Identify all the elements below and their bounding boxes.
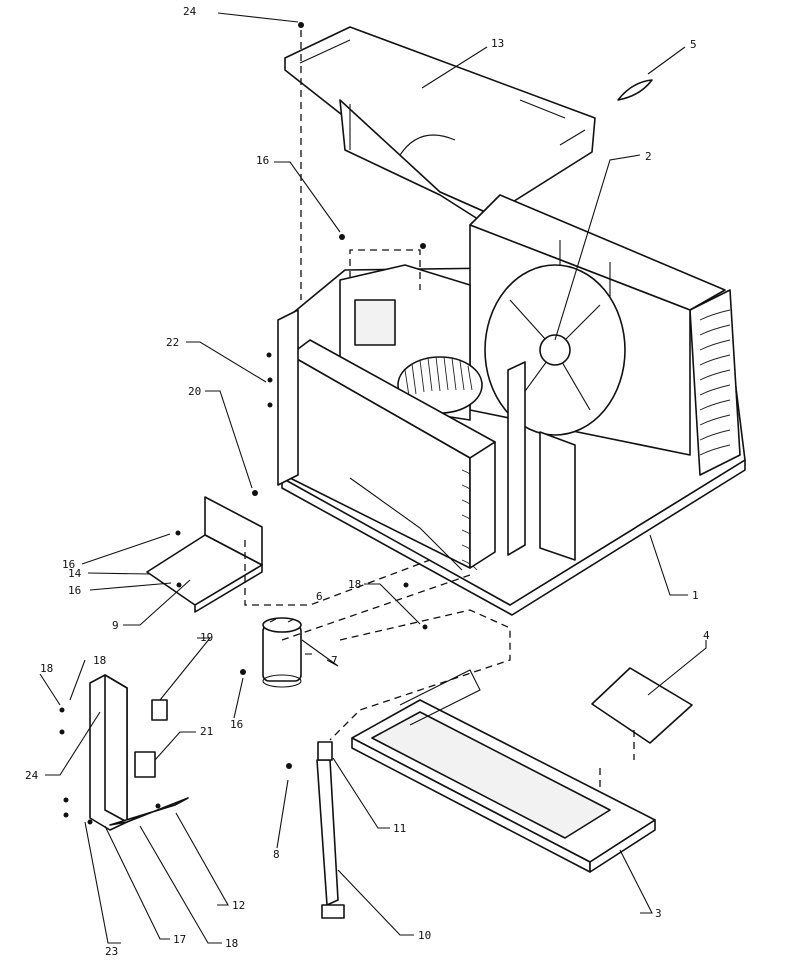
callout-13: 13 (491, 37, 504, 50)
callout-14: 14 (68, 567, 82, 580)
callout-5: 5 (690, 38, 697, 51)
callout-12: 12 (232, 899, 245, 912)
callout-18-left: 18 (40, 662, 53, 675)
callout-19: 19 (200, 631, 213, 644)
callout-23: 23 (105, 945, 118, 958)
callout-8: 8 (273, 848, 280, 861)
thermostat-knob (151, 699, 168, 721)
drain-pan (351, 669, 656, 873)
callout-17: 17 (173, 933, 186, 946)
clip-part (617, 79, 653, 101)
screws (59, 22, 428, 825)
callout-labels: 24 13 5 16 2 22 20 16 14 16 9 1 18 6 7 1… (25, 5, 710, 958)
condenser-coil (689, 289, 741, 476)
capacitor (262, 617, 302, 688)
callout-16-upper: 16 (256, 154, 269, 167)
label-plate (591, 667, 693, 744)
coil-support-brackets (507, 361, 576, 561)
evaporator-coil (289, 339, 496, 571)
callout-22: 22 (166, 336, 179, 349)
callout-18-mid: 18 (348, 578, 361, 591)
callout-20: 20 (188, 385, 201, 398)
callout-24-left: 24 (25, 769, 39, 782)
top-cover-panel (284, 26, 596, 229)
callout-11: 11 (393, 822, 406, 835)
callout-16-tray-lower: 16 (68, 584, 81, 597)
drain-hose (316, 741, 345, 919)
callout-7: 7 (331, 654, 338, 667)
callout-1: 1 (692, 589, 699, 602)
thermostat-bulb (349, 477, 463, 571)
callout-9: 9 (112, 619, 119, 632)
callout-3: 3 (655, 907, 662, 920)
callout-10: 10 (418, 929, 431, 942)
callout-2: 2 (645, 150, 652, 163)
callout-21: 21 (200, 725, 213, 738)
callout-4: 4 (703, 629, 710, 642)
left-side-bracket (277, 309, 299, 486)
callout-6: 6 (316, 590, 323, 603)
leader-lines (39, 12, 707, 944)
callout-16-cap: 16 (230, 718, 243, 731)
condenser-fan (484, 264, 626, 436)
callout-18-bottom: 18 (225, 937, 238, 950)
callout-24-top: 24 (183, 5, 197, 18)
control-panel-bracket (89, 674, 189, 831)
callout-16-tray: 16 (62, 558, 75, 571)
assembly-lines (244, 249, 511, 741)
rotary-switch (134, 751, 156, 778)
callout-18-left2: 18 (93, 654, 106, 667)
